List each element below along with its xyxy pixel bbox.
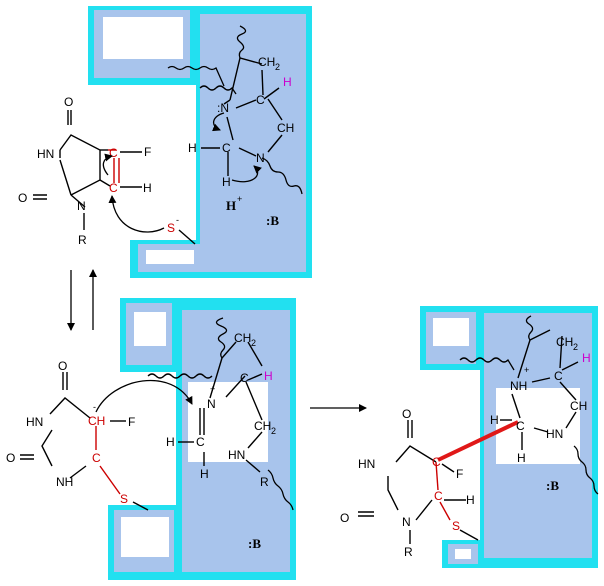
- atom-hn-4: HN: [358, 457, 375, 471]
- electron-arrow-n: [212, 112, 225, 132]
- atom-r-1: R: [78, 233, 87, 247]
- product-molecule: [358, 420, 519, 544]
- atom-oxygen-2: O: [18, 191, 27, 205]
- atom-carbon-h-1: C: [109, 181, 118, 195]
- enzyme-ring-1: [167, 25, 303, 195]
- substrate-molecule-1: [33, 110, 142, 230]
- atom-nitrogen-ring-1: N: [256, 151, 265, 165]
- subscript-2-1: 2: [275, 62, 280, 72]
- atom-nh-2: NH: [510, 379, 527, 393]
- atom-hydrogen-5: H: [200, 467, 209, 481]
- atom-carbon-ring-5: C: [554, 369, 563, 383]
- atom-carbon-ring-3: C: [240, 371, 249, 385]
- proton-label: H: [226, 198, 236, 213]
- atom-hydrogen-2: H: [188, 141, 197, 155]
- atom-fluorine-1: F: [144, 145, 151, 159]
- atom-hn-5: HN: [546, 427, 563, 441]
- atom-oxygen-4: O: [6, 451, 15, 465]
- charge-plus-1: +: [237, 194, 242, 204]
- subscript-2-2: 2: [251, 338, 256, 348]
- atom-hydrogen-3: H: [222, 175, 231, 189]
- enzyme-ring-2: [147, 317, 294, 511]
- atom-carbon-f-1: C: [109, 146, 118, 160]
- base-label-1: :B: [266, 213, 279, 228]
- charge-plus-3: +: [524, 365, 529, 375]
- atom-oxygen-6: O: [340, 511, 349, 525]
- atom-hn-1: HN: [37, 147, 54, 161]
- atom-sulfur-3: S: [452, 519, 460, 533]
- atom-nitrogen-1: N: [77, 199, 86, 213]
- bond-shift-arrow-1: [102, 153, 113, 176]
- enzyme-pocket-middle: [108, 298, 296, 580]
- atom-ch2-2: CH: [234, 331, 251, 345]
- atom-hydrogen-magenta-2: H: [264, 369, 273, 383]
- charge-plus-2: +: [210, 384, 215, 394]
- attack-arrow-2: [95, 379, 193, 413]
- substrate-molecule-2: [20, 372, 149, 511]
- atom-oxygen-1: O: [64, 95, 73, 109]
- attack-arrow-1: [108, 195, 165, 233]
- atom-nitrogen-ring-2: N: [207, 397, 216, 411]
- atom-ch-red-1: CH: [88, 414, 105, 428]
- charge-minus-2: -: [93, 402, 96, 412]
- atom-hn-2: HN: [26, 415, 43, 429]
- atom-r-2: R: [260, 475, 269, 489]
- atom-hydrogen-magenta-1: H: [283, 75, 292, 89]
- atom-r-3: R: [404, 545, 413, 559]
- atom-hydrogen-1: H: [143, 181, 152, 195]
- atom-carbon-red-2: C: [92, 451, 101, 465]
- charge-minus-1: -: [176, 215, 179, 225]
- atom-ch-2: CH: [570, 399, 587, 413]
- sulfur-tether-1: [178, 229, 196, 245]
- atom-carbon-red-3: C: [432, 455, 441, 469]
- base-label-3: :B: [546, 478, 559, 493]
- atom-ch2-3: CH: [254, 419, 271, 433]
- atom-carbon-red-4: C: [434, 489, 443, 503]
- atom-hydrogen-8: H: [517, 451, 526, 465]
- atom-hn-3: HN: [228, 448, 245, 462]
- atom-sulfur-1: S: [167, 221, 175, 235]
- atom-ch2-4: CH: [556, 335, 573, 349]
- atom-carbon-ring-2: C: [222, 141, 231, 155]
- atom-fluorine-2: F: [128, 415, 135, 429]
- base-label-2: :B: [248, 536, 261, 551]
- proton-arrow: [231, 165, 262, 183]
- atom-oxygen-3: O: [58, 359, 67, 373]
- enzyme-ring-3: [459, 315, 599, 495]
- atom-carbon-ring-6: C: [516, 419, 525, 433]
- atom-hydrogen-7: H: [490, 413, 499, 427]
- atom-carbon-ring-4: C: [196, 435, 205, 449]
- subscript-2-4: 2: [573, 342, 578, 352]
- atom-oxygen-5: O: [402, 407, 411, 421]
- atom-fluorine-3: F: [456, 467, 463, 481]
- atom-ch-1: CH: [277, 121, 294, 135]
- atom-ch2-1: CH: [258, 55, 275, 69]
- atom-hydrogen-magenta-3: H: [582, 351, 591, 365]
- atom-hydrogen-6: H: [466, 493, 475, 507]
- atom-hydrogen-4: H: [166, 435, 175, 449]
- atom-colon-n-1: :N: [217, 101, 229, 115]
- atom-carbon-ring-1: C: [256, 93, 265, 107]
- atom-nitrogen-2: N: [402, 515, 411, 529]
- atom-sulfur-2: S: [120, 492, 128, 506]
- atom-nh-1: NH: [56, 475, 73, 489]
- subscript-2-3: 2: [271, 426, 276, 436]
- enzyme-pocket-top: [88, 6, 312, 278]
